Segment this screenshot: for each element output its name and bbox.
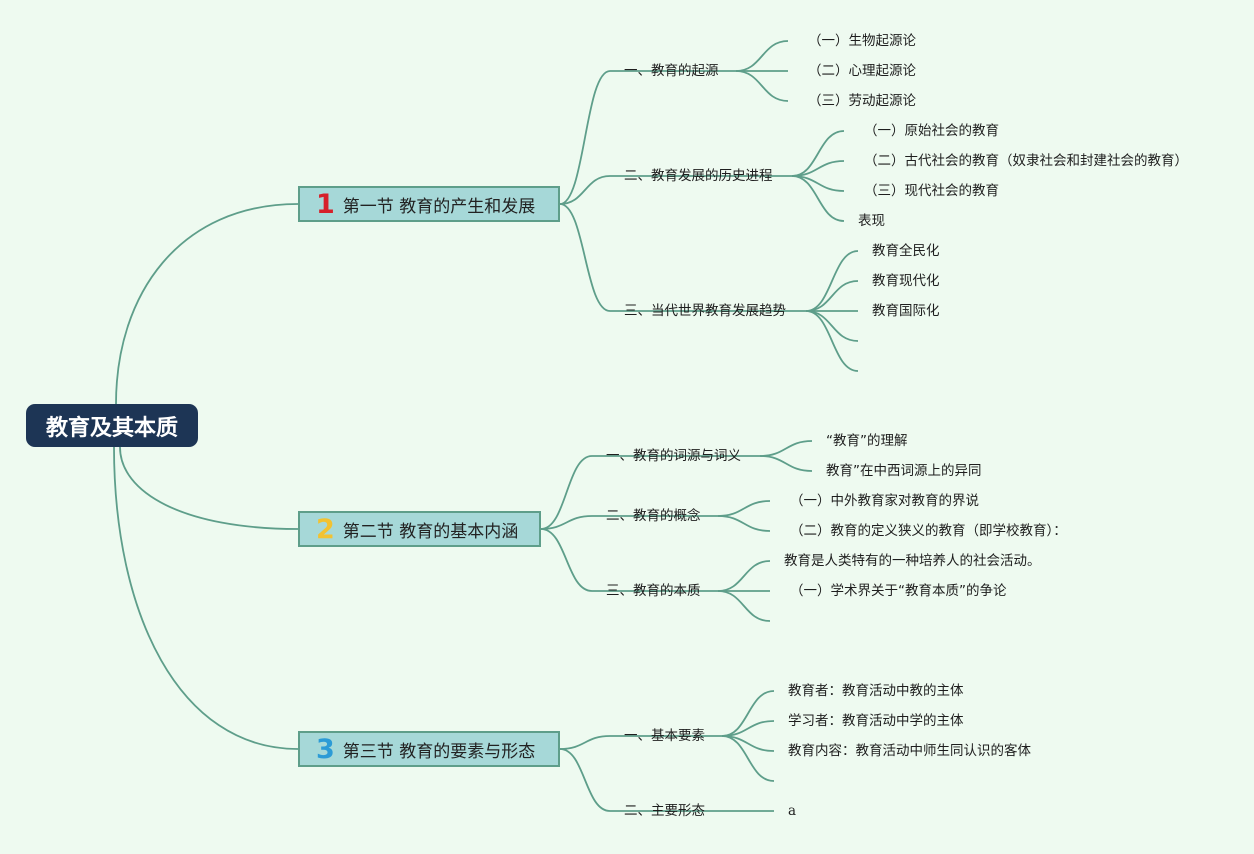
- connector-line: [759, 440, 813, 457]
- leaf-node[interactable]: 学习者：教育活动中学的主体: [788, 713, 964, 729]
- leaf-node[interactable]: （二）古代社会的教育（奴隶社会和封建社会的教育）: [864, 153, 1188, 169]
- branch-origin[interactable]: 一、教育的起源: [624, 63, 719, 79]
- connector-line: [805, 310, 859, 342]
- connector-line: [759, 455, 813, 472]
- leaf-node[interactable]: （二）教育的定义狭义的教育（即学校教育）：: [790, 523, 1067, 539]
- section-node-2[interactable]: 2 第二节 教育的基本内涵: [298, 511, 541, 547]
- leaf-node[interactable]: （一）生物起源论: [808, 33, 916, 49]
- connector-line: [559, 70, 736, 205]
- connector-line: [717, 560, 771, 592]
- connector-line: [717, 500, 771, 517]
- section-number-1: 1: [316, 188, 335, 220]
- section-title-1: 第一节 教育的产生和发展: [342, 196, 536, 217]
- leaf-node[interactable]: （三）劳动起源论: [808, 93, 916, 109]
- leaf-node[interactable]: （二）心理起源论: [808, 63, 916, 79]
- connector-line: [721, 735, 775, 782]
- section-node-1[interactable]: 1 第一节 教育的产生和发展: [298, 186, 560, 222]
- section-title-2: 第二节 教育的基本内涵: [342, 521, 519, 542]
- connector-line: [559, 175, 792, 205]
- leaf-node[interactable]: 表现: [858, 213, 885, 229]
- connector-line: [119, 446, 299, 530]
- connector-line: [115, 203, 299, 405]
- connector-line: [805, 280, 859, 312]
- leaf-node[interactable]: 教育者：教育活动中教的主体: [788, 683, 964, 699]
- leaf-node[interactable]: （一）学术界关于“教育本质”的争论: [790, 583, 1007, 599]
- connector-line: [540, 528, 718, 592]
- branch-etymology[interactable]: 一、教育的词源与词义: [606, 448, 741, 464]
- section-node-3[interactable]: 3 第三节 教育的要素与形态: [298, 731, 560, 767]
- leaf-node[interactable]: 教育现代化: [872, 273, 940, 289]
- connector-line: [791, 175, 845, 222]
- connector-line: [717, 515, 771, 532]
- branch-history[interactable]: 二、教育发展的历史进程: [624, 168, 773, 184]
- leaf-node[interactable]: （一）中外教育家对教育的界说: [790, 493, 979, 509]
- connector-line: [559, 748, 722, 812]
- leaf-node[interactable]: 教育国际化: [872, 303, 940, 319]
- section-title-3: 第三节 教育的要素与形态: [342, 741, 536, 762]
- section-number-2: 2: [316, 513, 335, 545]
- connector-line: [717, 590, 771, 622]
- root-node[interactable]: 教育及其本质: [26, 404, 198, 447]
- leaf-node[interactable]: a: [788, 803, 797, 819]
- leaf-node[interactable]: “教育”的理解: [826, 433, 908, 449]
- leaf-node[interactable]: （三）现代社会的教育: [864, 183, 999, 199]
- connector-line: [805, 310, 859, 372]
- branch-concept[interactable]: 二、教育的概念: [606, 508, 701, 524]
- leaf-node[interactable]: （一）原始社会的教育: [864, 123, 999, 139]
- connector-line: [559, 735, 722, 750]
- connector-line: [735, 40, 789, 72]
- leaf-node[interactable]: 教育全民化: [872, 243, 940, 259]
- branch-trends[interactable]: 三、当代世界教育发展趋势: [624, 303, 786, 319]
- connector-line: [735, 70, 789, 102]
- connector-line: [805, 250, 859, 312]
- section-number-3: 3: [316, 733, 335, 765]
- branch-forms[interactable]: 二、主要形态: [624, 803, 705, 819]
- branch-elements[interactable]: 一、基本要素: [624, 728, 705, 744]
- branch-essence[interactable]: 三、教育的本质: [606, 583, 701, 599]
- leaf-node[interactable]: 教育内容：教育活动中师生同认识的客体: [788, 743, 1031, 759]
- leaf-node[interactable]: 教育是人类特有的一种培养人的社会活动。: [784, 553, 1041, 569]
- connector-line: [540, 455, 760, 530]
- connector-line: [540, 515, 718, 530]
- leaf-node[interactable]: 教育”在中西词源上的异同: [826, 463, 982, 479]
- connector-line: [113, 446, 299, 750]
- connector-line: [559, 203, 806, 312]
